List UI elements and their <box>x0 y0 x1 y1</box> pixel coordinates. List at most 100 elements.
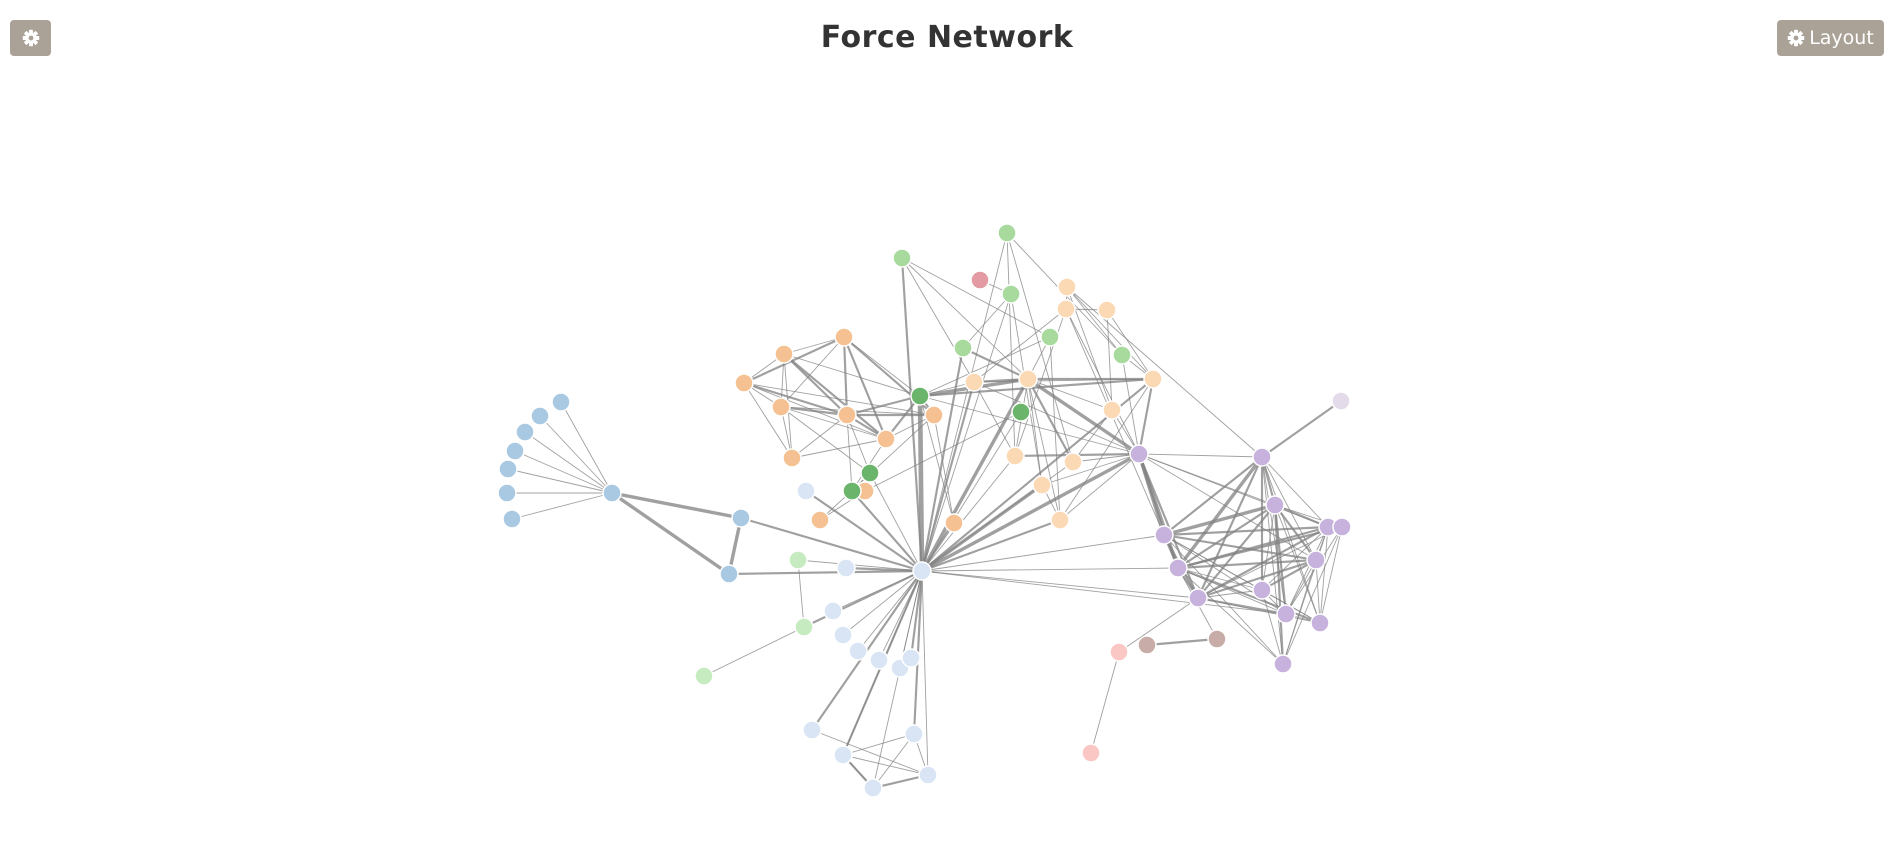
graph-node[interactable] <box>810 510 830 530</box>
graph-node[interactable] <box>1306 550 1326 570</box>
graph-node[interactable] <box>502 509 522 529</box>
graph-node[interactable] <box>1188 588 1208 608</box>
graph-node[interactable] <box>771 397 791 417</box>
graph-node[interactable] <box>848 641 868 661</box>
graph-node[interactable] <box>788 550 808 570</box>
graph-node[interactable] <box>833 625 853 645</box>
graph-node[interactable] <box>836 558 856 578</box>
graph-node[interactable] <box>1011 402 1031 422</box>
graph-link <box>1285 559 1317 615</box>
graph-node[interactable] <box>802 720 822 740</box>
graph-node[interactable] <box>794 617 814 637</box>
graph-node[interactable] <box>997 223 1017 243</box>
graph-node[interactable] <box>1129 444 1149 464</box>
graph-node[interactable] <box>1331 391 1351 411</box>
graph-node[interactable] <box>774 344 794 364</box>
graph-node[interactable] <box>1018 369 1038 389</box>
graph-node[interactable] <box>823 601 843 621</box>
graph-node[interactable] <box>842 481 862 501</box>
graph-node[interactable] <box>1207 629 1227 649</box>
graph-node[interactable] <box>1001 284 1021 304</box>
graph-node[interactable] <box>796 481 816 501</box>
graph-node[interactable] <box>892 248 912 268</box>
graph-node[interactable] <box>1112 345 1132 365</box>
graph-node[interactable] <box>918 765 938 785</box>
graph-node[interactable] <box>1252 447 1272 467</box>
graph-node[interactable] <box>734 373 754 393</box>
graph-node[interactable] <box>1310 613 1330 633</box>
graph-node[interactable] <box>1265 495 1285 515</box>
graph-node[interactable] <box>1276 604 1296 624</box>
graph-node[interactable] <box>863 778 883 798</box>
graph-node[interactable] <box>1102 400 1122 420</box>
graph-node[interactable] <box>1050 510 1070 530</box>
graph-link <box>1319 526 1343 624</box>
graph-link <box>872 570 923 789</box>
graph-node[interactable] <box>876 429 896 449</box>
graph-node[interactable] <box>1040 327 1060 347</box>
graph-link <box>1138 453 1317 561</box>
graph-node[interactable] <box>1063 452 1083 472</box>
graph-link <box>843 336 921 397</box>
graph-node[interactable] <box>498 459 518 479</box>
graph-node[interactable] <box>837 405 857 425</box>
graph-node[interactable] <box>719 564 739 584</box>
graph-node[interactable] <box>953 338 973 358</box>
graph-node[interactable] <box>924 405 944 425</box>
graph-node[interactable] <box>1273 654 1293 674</box>
graph-node[interactable] <box>515 422 535 442</box>
graph-node[interactable] <box>782 448 802 468</box>
graph-link <box>1285 526 1329 615</box>
graph-node[interactable] <box>1056 299 1076 319</box>
graph-link <box>842 733 915 756</box>
graph-node[interactable] <box>901 648 921 668</box>
graph-link <box>842 336 849 416</box>
graph-link <box>846 414 871 474</box>
graph-node[interactable] <box>694 666 714 686</box>
graph-node[interactable] <box>1332 517 1352 537</box>
graph-node[interactable] <box>1143 369 1163 389</box>
graph-node[interactable] <box>602 483 622 503</box>
graph-node[interactable] <box>1109 642 1129 662</box>
graph-link <box>1177 566 1321 625</box>
settings-button[interactable] <box>10 20 51 56</box>
graph-node[interactable] <box>497 483 517 503</box>
graph-node[interactable] <box>944 513 964 533</box>
graph-link <box>973 381 1016 457</box>
graph-node[interactable] <box>1137 635 1157 655</box>
graph-link <box>1006 232 1016 457</box>
graph-link <box>791 438 887 459</box>
graph-node[interactable] <box>1081 743 1101 763</box>
graph-node[interactable] <box>1032 475 1052 495</box>
graph-link <box>864 411 1022 492</box>
graph-node[interactable] <box>869 650 889 670</box>
graph-link <box>921 567 1179 572</box>
graph-link <box>511 492 613 520</box>
graph-node[interactable] <box>1005 446 1025 466</box>
graph-link <box>842 570 923 636</box>
graph-node[interactable] <box>912 561 932 581</box>
graph-link <box>1027 378 1113 411</box>
layout-button[interactable]: Layout <box>1777 20 1884 56</box>
graph-link <box>1090 651 1120 754</box>
graph-node[interactable] <box>1154 525 1174 545</box>
graph-link <box>1041 453 1140 486</box>
graph-node[interactable] <box>1252 580 1272 600</box>
graph-node[interactable] <box>505 441 525 461</box>
graph-node[interactable] <box>904 724 924 744</box>
graph-link <box>1137 378 1155 455</box>
graph-link <box>1319 526 1329 624</box>
graph-node[interactable] <box>834 327 854 347</box>
graph-node[interactable] <box>1097 300 1117 320</box>
graph-node[interactable] <box>551 392 571 412</box>
graph-node[interactable] <box>970 270 990 290</box>
graph-node[interactable] <box>860 463 880 483</box>
graph-node[interactable] <box>1168 558 1188 578</box>
graph-node[interactable] <box>1057 277 1077 297</box>
graph-node[interactable] <box>731 508 751 528</box>
graph-node[interactable] <box>530 406 550 426</box>
graph-node[interactable] <box>964 372 984 392</box>
graph-node[interactable] <box>833 745 853 765</box>
graph-node[interactable] <box>910 386 930 406</box>
